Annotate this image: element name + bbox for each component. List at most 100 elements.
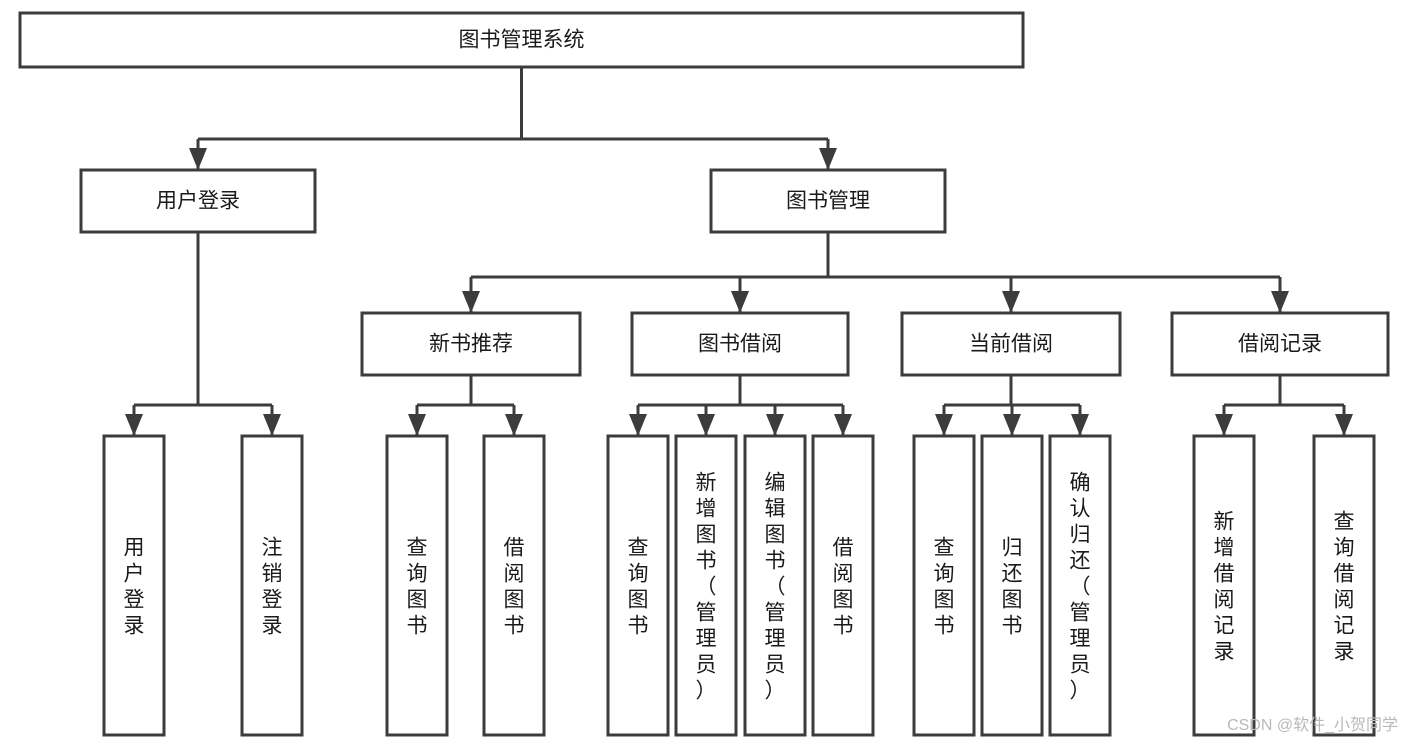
node-leaf-query-record[interactable]: 查询借阅记录 [1312,434,1376,737]
label-char: 登 [124,588,145,611]
label-char: 书 [765,549,786,572]
label-char: 询 [1334,536,1355,559]
label-char: 询 [628,562,649,585]
node-leaf-logout[interactable]: 注销登录 [240,434,304,737]
node-label-leaf-confirm-return: 确认归还（管理员） [1070,471,1091,702]
label-char: 录 [1214,640,1235,663]
label-char: 理 [696,627,717,650]
node-box-leaf-query-book-2[interactable] [606,434,670,737]
node-box-book-borrow[interactable] [630,311,850,377]
label-char: 书 [1002,614,1023,637]
label-char: 销 [262,562,283,585]
label-char: 阅 [1334,588,1355,611]
node-leaf-add-record[interactable]: 新增借阅记录 [1192,434,1256,737]
node-box-leaf-add-record[interactable] [1192,434,1256,737]
node-box-root[interactable] [18,11,1025,69]
node-label-new-book-rec: 新书推荐 [429,333,513,356]
node-box-current-borrow[interactable] [900,311,1122,377]
node-label-leaf-query-book-3: 查询图书 [934,536,955,637]
label-char: 借 [1334,562,1355,585]
label-char: 增 [696,497,717,520]
node-box-leaf-query-book-3[interactable] [912,434,976,737]
node-label-leaf-edit-book: 编辑图书（管理员） [765,471,786,702]
label-char: 录 [1334,640,1355,663]
label-char: 查 [934,536,955,559]
label-char: 用 [124,536,145,559]
node-label-leaf-add-record: 新增借阅记录 [1214,510,1235,663]
node-book-manage[interactable]: 图书管理 [709,168,947,234]
arrow-head-icon [1215,414,1233,436]
label-char: 理 [1070,627,1091,650]
node-box-leaf-add-book[interactable] [674,434,738,737]
node-leaf-return-book[interactable]: 归还图书 [980,434,1044,737]
node-box-leaf-confirm-return[interactable] [1048,434,1112,737]
node-label-leaf-query-book-2: 查询图书 [628,536,649,637]
node-box-new-book-rec[interactable] [360,311,582,377]
node-user-login[interactable]: 用户登录 [79,168,317,234]
node-box-leaf-logout[interactable] [240,434,304,737]
label-char: 记 [1214,614,1235,637]
label-char: 阅 [833,562,854,585]
label-char: 员 [696,653,717,676]
node-box-leaf-borrow-book-1[interactable] [482,434,546,737]
node-leaf-borrow-book-1[interactable]: 借阅图书 [482,434,546,737]
node-leaf-edit-book[interactable]: 编辑图书（管理员） [743,434,807,737]
arrow-head-icon [1003,414,1021,436]
label-char: 询 [934,562,955,585]
watermark-layer: CSDN @软件_小贺同学 [1227,716,1398,734]
label-char: 还 [1002,562,1023,585]
node-leaf-confirm-return[interactable]: 确认归还（管理员） [1048,434,1112,737]
node-box-user-login[interactable] [79,168,317,234]
label-char: 查 [628,536,649,559]
arrow-head-icon [766,414,784,436]
node-leaf-query-book-2[interactable]: 查询图书 [606,434,670,737]
node-leaf-query-book-3[interactable]: 查询图书 [912,434,976,737]
label-char: 询 [407,562,428,585]
node-box-leaf-user-login[interactable] [102,434,166,737]
node-new-book-rec[interactable]: 新书推荐 [360,311,582,377]
node-label-leaf-query-record: 查询借阅记录 [1334,510,1355,663]
label-char: 员 [1070,653,1091,676]
node-leaf-query-book-1[interactable]: 查询图书 [385,434,449,737]
node-box-leaf-query-book-1[interactable] [385,434,449,737]
node-borrow-record[interactable]: 借阅记录 [1170,311,1390,377]
node-label-borrow-record: 借阅记录 [1238,333,1322,356]
node-label-current-borrow: 当前借阅 [969,333,1053,356]
label-char-paren: ） [1070,679,1091,702]
label-char: 图 [833,588,854,611]
node-book-borrow[interactable]: 图书借阅 [630,311,850,377]
arrow-head-icon [697,414,715,436]
node-box-borrow-record[interactable] [1170,311,1390,377]
node-label-leaf-borrow-book-1: 借阅图书 [504,536,525,637]
label-char: 归 [1070,523,1091,546]
arrow-head-icon [1071,414,1089,436]
node-box-leaf-return-book[interactable] [980,434,1044,737]
node-label-leaf-query-book-1: 查询图书 [407,536,428,637]
arrow-head-icon [731,291,749,313]
arrow-head-icon [263,414,281,436]
node-box-leaf-borrow-book-2[interactable] [811,434,875,737]
node-box-leaf-edit-book[interactable] [743,434,807,737]
node-label-root: 图书管理系统 [459,29,585,52]
node-label-leaf-add-book: 新增图书（管理员） [696,471,717,702]
node-leaf-user-login[interactable]: 用户登录 [102,434,166,737]
label-char: 图 [504,588,525,611]
arrow-head-icon [819,148,837,170]
label-char: 书 [934,614,955,637]
node-label-leaf-user-login: 用户登录 [124,536,145,637]
label-char: 增 [1214,536,1235,559]
arrow-head-icon [834,414,852,436]
label-char: 图 [765,523,786,546]
node-box-book-manage[interactable] [709,168,947,234]
arrow-head-icon [935,414,953,436]
node-root[interactable]: 图书管理系统 [18,11,1025,69]
node-leaf-add-book[interactable]: 新增图书（管理员） [674,434,738,737]
node-current-borrow[interactable]: 当前借阅 [900,311,1122,377]
arrow-head-icon [189,148,207,170]
arrow-head-icon [505,414,523,436]
label-char: 新 [1214,510,1235,533]
node-label-leaf-logout: 注销登录 [262,536,283,637]
node-box-leaf-query-record[interactable] [1312,434,1376,737]
node-leaf-borrow-book-2[interactable]: 借阅图书 [811,434,875,737]
